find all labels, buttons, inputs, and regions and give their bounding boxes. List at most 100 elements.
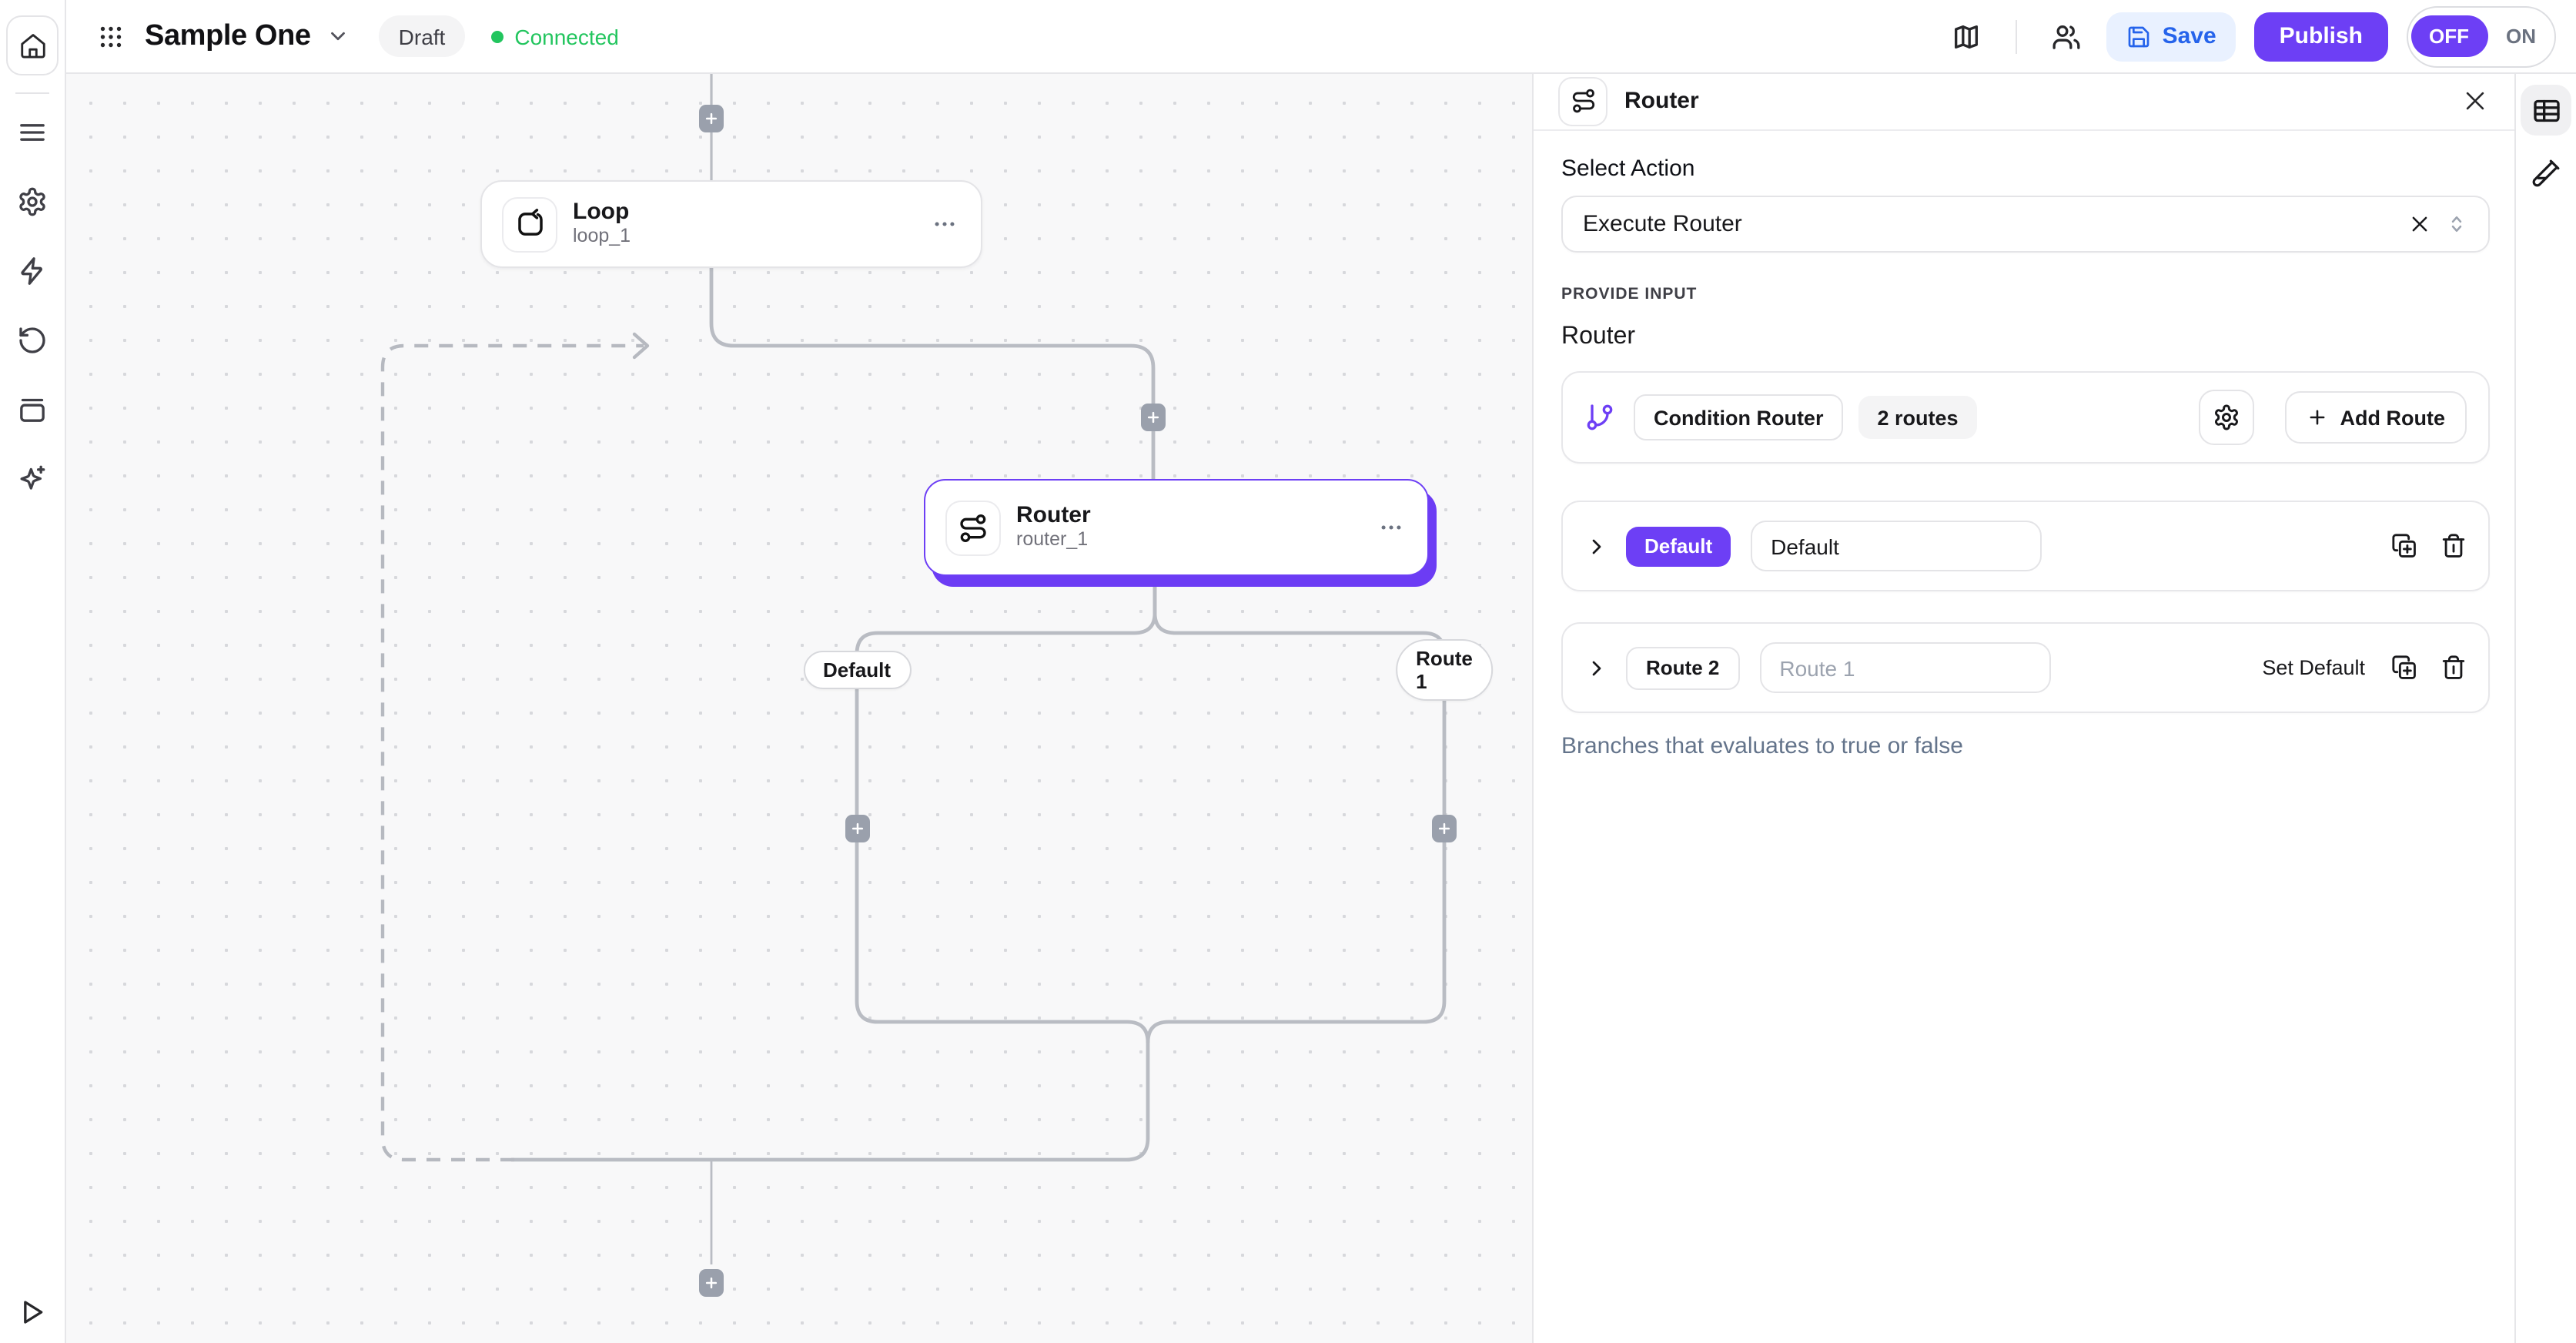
route-badge-default: Default bbox=[1626, 526, 1731, 566]
toolbar-divider bbox=[2016, 19, 2018, 53]
apps-grid-icon[interactable] bbox=[97, 22, 125, 50]
duplicate-route-button[interactable] bbox=[2391, 655, 2417, 681]
save-icon bbox=[2127, 24, 2152, 49]
status-badge: Draft bbox=[379, 15, 466, 57]
provide-input-label: PROVIDE INPUT bbox=[1561, 285, 2490, 303]
workflow-title[interactable]: Sample One bbox=[145, 19, 311, 53]
router-node[interactable]: Router router_1 bbox=[924, 479, 1429, 576]
plus-icon bbox=[704, 111, 719, 126]
add-node-button-route1-branch[interactable] bbox=[1432, 814, 1457, 842]
zap-icon bbox=[17, 256, 48, 286]
sidebar-item-archive[interactable] bbox=[8, 385, 57, 434]
map-button[interactable] bbox=[1945, 15, 1989, 58]
node-config-panel: Router Select Action Execute Router PROV… bbox=[1532, 72, 2517, 1343]
router-section-title: Router bbox=[1561, 323, 2490, 351]
map-icon bbox=[1952, 21, 1982, 52]
sidebar-item-history[interactable] bbox=[8, 316, 57, 365]
action-select[interactable]: Execute Router bbox=[1561, 196, 2490, 253]
clear-x-icon bbox=[2408, 213, 2431, 236]
route-badge-route-2: Route 2 bbox=[1626, 646, 1739, 689]
route-row-2: Route 2 Set Default bbox=[1561, 622, 2490, 713]
condition-router-pill: Condition Router bbox=[1634, 394, 1843, 440]
sidebar-item-menu[interactable] bbox=[8, 108, 57, 157]
delete-route-button[interactable] bbox=[2441, 655, 2467, 681]
chevron-down-icon[interactable] bbox=[326, 25, 350, 48]
sidebar-item-settings[interactable] bbox=[8, 177, 57, 226]
collaborators-button[interactable] bbox=[2046, 15, 2089, 58]
test-tube-icon bbox=[2531, 159, 2561, 188]
add-node-button-bottom[interactable] bbox=[699, 1269, 724, 1297]
panel-tab-test[interactable] bbox=[2521, 148, 2571, 199]
history-icon bbox=[17, 325, 48, 356]
play-icon bbox=[17, 1297, 48, 1328]
router-icon bbox=[945, 500, 1001, 555]
table-icon bbox=[2531, 95, 2561, 126]
sidebar-item-copilot[interactable] bbox=[8, 454, 57, 504]
panel-tab-editor[interactable] bbox=[2521, 85, 2571, 136]
expand-route-button[interactable] bbox=[1584, 655, 1609, 680]
edge-loop-to-router bbox=[711, 265, 1153, 479]
panel-title: Router bbox=[1624, 88, 1699, 114]
connected-dot-icon bbox=[491, 30, 503, 42]
sidebar-item-runs[interactable] bbox=[8, 246, 57, 296]
connection-status-label: Connected bbox=[514, 24, 618, 49]
plus-icon bbox=[1146, 410, 1161, 425]
set-default-button[interactable]: Set Default bbox=[2262, 656, 2365, 679]
run-workflow-button[interactable] bbox=[0, 1297, 65, 1328]
toggle-on-option[interactable]: ON bbox=[2491, 25, 2551, 48]
edge-label-route-1[interactable]: Route 1 bbox=[1396, 639, 1493, 701]
route-name-input[interactable] bbox=[1759, 642, 2050, 693]
right-toolbar bbox=[2514, 72, 2576, 1343]
node-menu-button[interactable] bbox=[928, 208, 961, 240]
trash-icon bbox=[2441, 655, 2467, 681]
close-icon bbox=[2462, 88, 2488, 114]
home-icon bbox=[18, 31, 47, 60]
action-select-value: Execute Router bbox=[1583, 211, 1742, 237]
chevron-right-icon bbox=[1584, 534, 1609, 558]
settings-gear-icon bbox=[17, 186, 48, 217]
copy-plus-icon bbox=[2391, 655, 2417, 681]
clear-selection-button[interactable] bbox=[2408, 213, 2431, 236]
gear-icon bbox=[2213, 404, 2240, 431]
select-action-label: Select Action bbox=[1561, 156, 2490, 182]
save-button-label: Save bbox=[2163, 23, 2216, 49]
add-node-button-before-router[interactable] bbox=[1141, 404, 1166, 431]
loop-back-edge bbox=[383, 346, 644, 1160]
route-name-input[interactable] bbox=[1751, 521, 2042, 571]
workflow-canvas[interactable]: Loop loop_1 Router router_1 Default Rout… bbox=[65, 72, 1532, 1343]
toggle-off-option[interactable]: OFF bbox=[2410, 15, 2487, 57]
plus-icon bbox=[1437, 820, 1452, 836]
expand-route-button[interactable] bbox=[1584, 534, 1609, 558]
loop-node[interactable]: Loop loop_1 bbox=[480, 180, 982, 268]
node-id: loop_1 bbox=[573, 227, 631, 249]
close-panel-button[interactable] bbox=[2457, 83, 2493, 119]
panel-header: Router bbox=[1534, 72, 2517, 131]
add-node-button-default-branch[interactable] bbox=[845, 814, 869, 842]
select-chevrons-icon[interactable] bbox=[2445, 213, 2468, 236]
plus-icon bbox=[704, 1275, 719, 1291]
add-route-button[interactable]: Add Route bbox=[2285, 391, 2467, 444]
routes-count-badge: 2 routes bbox=[1858, 396, 1976, 439]
archive-icon bbox=[17, 394, 48, 425]
publish-button[interactable]: Publish bbox=[2255, 12, 2387, 61]
enable-toggle[interactable]: OFF ON bbox=[2406, 5, 2556, 67]
router-settings-button[interactable] bbox=[2199, 390, 2254, 445]
loop-icon bbox=[502, 196, 557, 252]
duplicate-route-button[interactable] bbox=[2391, 533, 2417, 559]
publish-button-label: Publish bbox=[2280, 23, 2363, 49]
save-button[interactable]: Save bbox=[2107, 12, 2236, 61]
add-node-button-top[interactable] bbox=[699, 105, 724, 132]
top-bar: Sample One Draft Connected bbox=[65, 0, 2576, 74]
home-button[interactable] bbox=[6, 15, 59, 75]
menu-icon bbox=[17, 117, 48, 148]
edge-label-default[interactable]: Default bbox=[803, 651, 911, 689]
routes-help-text: Branches that evaluates to true or false bbox=[1561, 733, 2490, 759]
plus-icon bbox=[2307, 407, 2328, 428]
sparkles-icon bbox=[17, 464, 48, 494]
edge-router-default-branch bbox=[857, 573, 1155, 1043]
node-menu-button[interactable] bbox=[1375, 511, 1407, 544]
left-sidebar bbox=[0, 0, 66, 1343]
ellipsis-icon bbox=[932, 211, 958, 237]
delete-route-button[interactable] bbox=[2441, 533, 2467, 559]
